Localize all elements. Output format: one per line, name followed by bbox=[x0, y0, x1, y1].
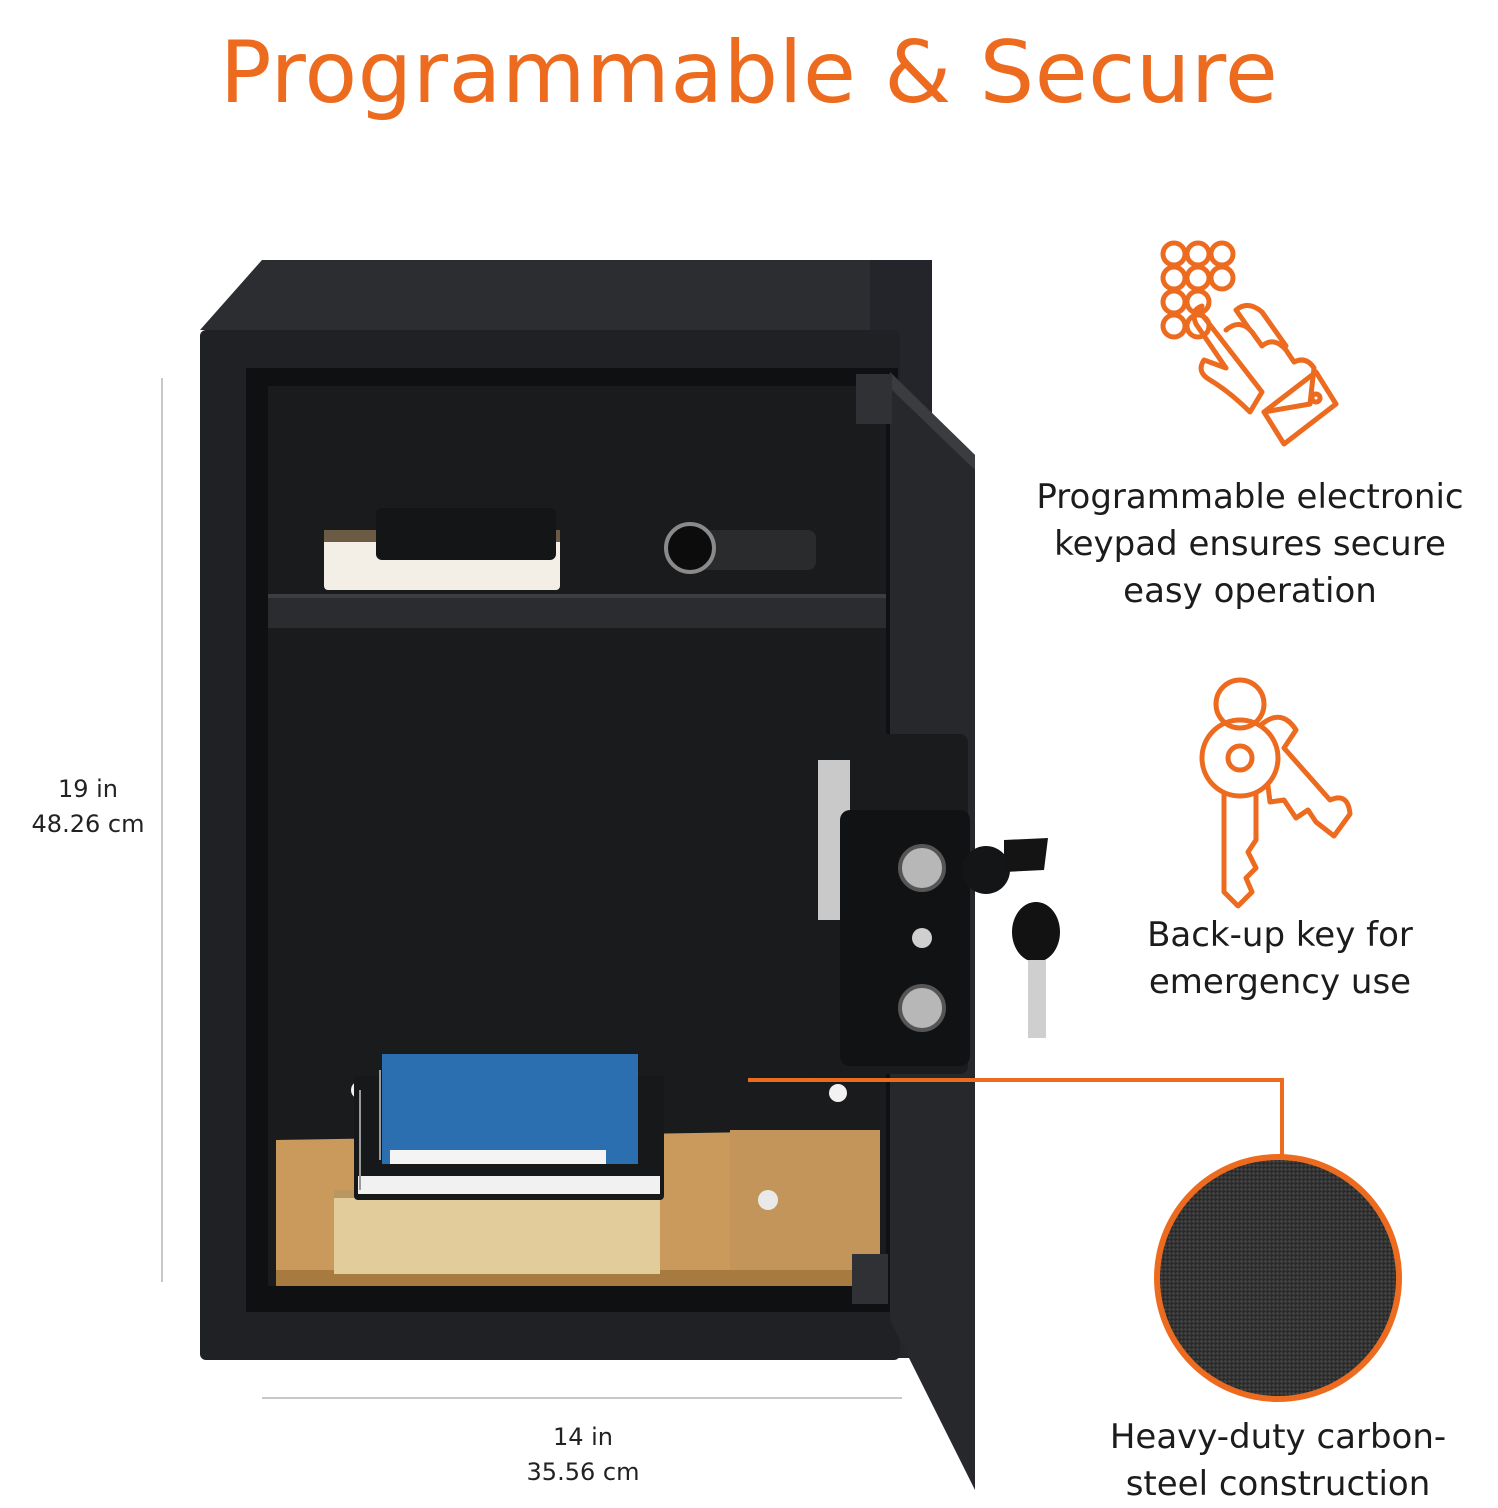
upper-shelf bbox=[268, 594, 886, 628]
callout-leader-line bbox=[748, 1078, 1284, 1162]
keys-icon bbox=[1199, 677, 1353, 909]
blue-notebook bbox=[382, 1054, 638, 1164]
door-hinge bbox=[852, 1254, 888, 1304]
screw bbox=[912, 928, 932, 948]
feature-keypad-caption: Programmable electronic keypad ensures s… bbox=[1036, 477, 1464, 611]
width-dimension-label: 14 in 35.56 cm bbox=[508, 1420, 658, 1490]
shelf-items bbox=[324, 508, 816, 590]
height-dimension-label: 19 in 48.26 cm bbox=[22, 772, 154, 842]
feature-steel-caption: Heavy-duty carbon- steel construction bbox=[1109, 1417, 1447, 1504]
page-title: Programmable & Secure bbox=[219, 23, 1279, 123]
safe-door bbox=[808, 372, 1060, 1490]
mounting-hole bbox=[829, 1084, 847, 1102]
width-centimeters: 35.56 cm bbox=[526, 1458, 640, 1486]
floor-items bbox=[334, 1054, 880, 1274]
watch bbox=[664, 522, 816, 574]
keypad-hand-icon bbox=[1160, 240, 1339, 447]
bolt bbox=[898, 984, 946, 1032]
bolt bbox=[898, 844, 946, 892]
feature-key-caption: Back-up key for emergency use bbox=[1147, 915, 1413, 1002]
envelope bbox=[730, 1130, 880, 1270]
height-inches: 19 in bbox=[57, 775, 119, 803]
key bbox=[1004, 838, 1060, 1038]
lock-cylinder bbox=[962, 846, 1010, 894]
door-hinge bbox=[856, 374, 892, 424]
wallet bbox=[376, 508, 556, 560]
width-inches: 14 in bbox=[552, 1423, 614, 1451]
steel-texture-swatch bbox=[1154, 1154, 1402, 1402]
height-centimeters: 48.26 cm bbox=[31, 810, 145, 838]
book bbox=[334, 1190, 660, 1274]
